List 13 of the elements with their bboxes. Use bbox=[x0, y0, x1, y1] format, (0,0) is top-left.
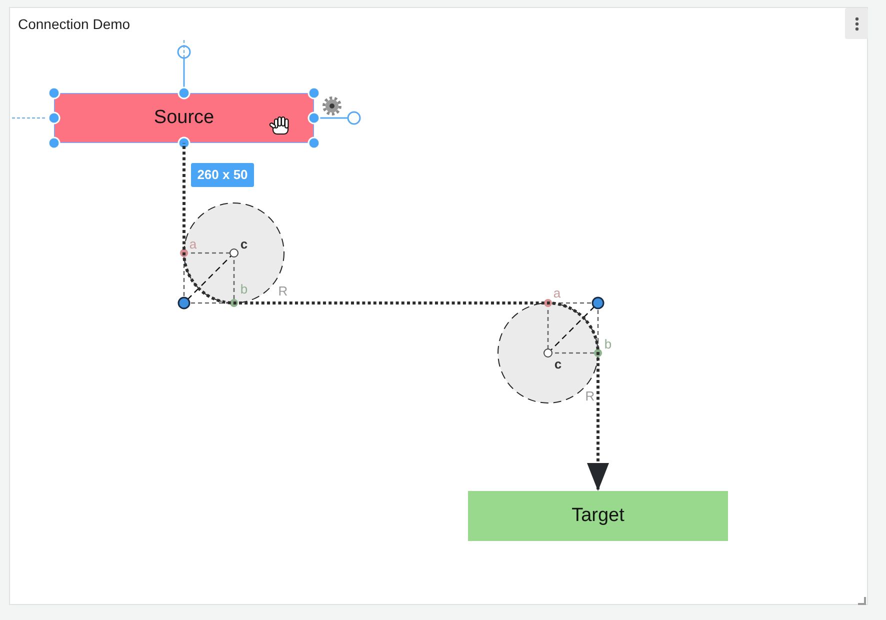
process-box: Target bbox=[468, 491, 728, 541]
dimension-badge: 260 x 50 bbox=[191, 163, 254, 187]
point-label: c bbox=[240, 236, 248, 252]
point-label: a bbox=[553, 286, 561, 300]
radius-label: R bbox=[585, 388, 595, 404]
point-label: c bbox=[554, 356, 562, 372]
process-box: Source bbox=[54, 93, 314, 143]
panel-title: Connection Demo bbox=[18, 15, 130, 33]
point-label: b bbox=[240, 282, 248, 296]
radius-label: R bbox=[278, 284, 288, 298]
point-label: b bbox=[604, 336, 612, 352]
point-label: a bbox=[189, 236, 197, 252]
connector-arrow bbox=[182, 143, 609, 491]
